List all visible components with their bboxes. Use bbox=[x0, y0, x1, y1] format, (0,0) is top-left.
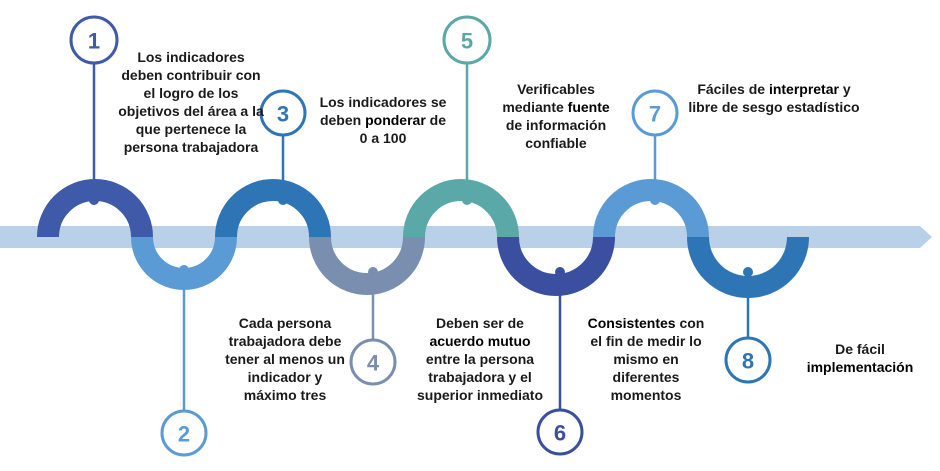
step-6-text: Deben ser de acuerdo mutuo entre la pers… bbox=[412, 314, 548, 404]
step-circle-1 bbox=[69, 15, 119, 65]
dot-3 bbox=[278, 195, 288, 205]
consistentes-bold: Consistentes bbox=[587, 315, 676, 331]
step-8-bold: implementación bbox=[806, 359, 914, 375]
step-3-post: de 0 a 100 bbox=[359, 112, 447, 146]
step-6-post: entre la persona trabajadora y el superi… bbox=[416, 351, 544, 403]
dot-8 bbox=[743, 267, 753, 277]
step-7-pre: Fáciles de bbox=[697, 81, 769, 97]
wave-segment-6 bbox=[497, 236, 615, 296]
step-number-3: 3 bbox=[277, 102, 289, 127]
step-8-pre: De fácil bbox=[835, 341, 885, 357]
step-6-pre: Deben ser de bbox=[436, 315, 524, 331]
step-3-pre: Los indicadores se deben bbox=[319, 94, 447, 128]
step-5-post: de información confiable bbox=[505, 117, 607, 151]
step-8-text: De fácil implementación bbox=[790, 340, 930, 376]
step-6-bold: acuerdo mutuo bbox=[429, 333, 531, 349]
step-3-text: Los indicadores se deben ponderar de 0 a… bbox=[318, 93, 448, 147]
step-number-7: 7 bbox=[649, 102, 661, 127]
step-circle-3 bbox=[259, 89, 307, 137]
step-3-bold: ponderar bbox=[365, 112, 426, 128]
step-5-pre: Verificables mediante bbox=[502, 81, 595, 115]
step-circle-4 bbox=[349, 338, 397, 386]
dot-4 bbox=[368, 267, 378, 277]
step-circle-8 bbox=[724, 336, 772, 384]
step-7-bold: interpretar bbox=[768, 81, 839, 97]
step-5-text: Verificables mediante fuente de informac… bbox=[500, 80, 612, 152]
step-number-8: 8 bbox=[742, 349, 754, 374]
step-2-text: Cada persona trabajadora debe tener al m… bbox=[222, 314, 348, 404]
step-circle-7 bbox=[631, 89, 679, 137]
step-circle-5 bbox=[442, 15, 492, 65]
wave-segment-7 bbox=[593, 179, 709, 238]
step-5-bold: fuente bbox=[567, 99, 610, 115]
consistentes-post: con el fin de medir lo mismo en diferent… bbox=[590, 315, 705, 403]
wave-segment-4 bbox=[309, 236, 425, 295]
wave-segment-5 bbox=[403, 179, 519, 238]
step-2-description: Cada persona trabajadora debe tener al m… bbox=[225, 315, 345, 403]
step-number-2: 2 bbox=[178, 422, 190, 447]
step-number-6: 6 bbox=[554, 421, 566, 446]
dot-2 bbox=[179, 265, 189, 275]
step-1-description: Los indicadores deben contribuir con el … bbox=[118, 49, 264, 155]
dot-5 bbox=[462, 195, 472, 205]
wave-segment-3 bbox=[215, 179, 331, 238]
dot-1 bbox=[89, 195, 99, 205]
dot-7 bbox=[650, 195, 660, 205]
step-consistentes-text: Consistentes con el fin de medir lo mism… bbox=[584, 314, 708, 404]
step-circle-2 bbox=[160, 409, 208, 457]
step-7-text: Fáciles de interpretar y libre de sesgo … bbox=[688, 80, 860, 116]
step-number-5: 5 bbox=[461, 29, 473, 54]
dot-6 bbox=[555, 267, 565, 277]
step-number-4: 4 bbox=[367, 351, 380, 376]
step-circle-6 bbox=[536, 408, 584, 456]
step-number-1: 1 bbox=[88, 29, 100, 54]
step-7-post: y libre de sesgo estadístico bbox=[688, 81, 860, 115]
step-1-text: Los indicadores deben contribuir con el … bbox=[118, 48, 264, 156]
